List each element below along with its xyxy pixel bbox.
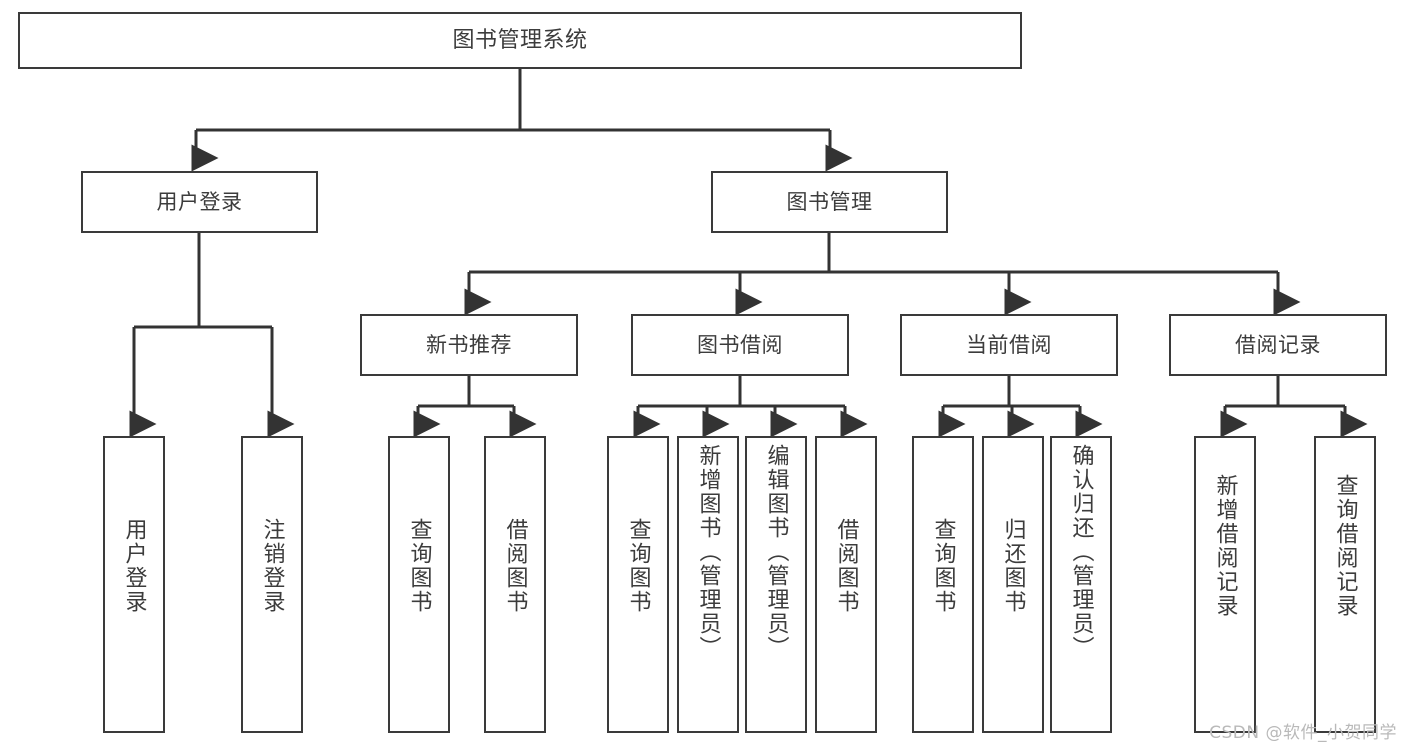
node-label: 借阅图书 [833,518,859,614]
leaf-borrow-add-book-admin[interactable]: 新增图书（管理员） [677,436,739,733]
leaf-record-add-record[interactable]: 新增借阅记录 [1194,436,1256,733]
node-label: 新书推荐 [426,332,512,357]
node-label: 当前借阅 [966,332,1052,357]
node-label: 注销登录 [259,518,285,614]
node-label: 查询图书 [625,518,651,614]
leaf-user-login-logout[interactable]: 注销登录 [241,436,303,733]
node-label: 用户登录 [156,189,243,214]
node-label: 借阅记录 [1235,332,1321,357]
node-label: 编辑图书（管理员） [763,444,789,660]
leaf-record-query-record[interactable]: 查询借阅记录 [1314,436,1376,733]
leaf-current-query-book[interactable]: 查询图书 [912,436,974,733]
node-label: 借阅图书 [502,518,528,614]
node-root-system[interactable]: 图书管理系统 [18,12,1022,69]
node-new-book-recommend[interactable]: 新书推荐 [360,314,578,376]
node-label: 图书管理系统 [452,27,588,53]
leaf-borrow-edit-book-admin[interactable]: 编辑图书（管理员） [745,436,807,733]
node-label: 图书借阅 [697,332,783,357]
leaf-recommend-query-book[interactable]: 查询图书 [388,436,450,733]
node-book-borrow[interactable]: 图书借阅 [631,314,849,376]
leaf-user-login-login[interactable]: 用户登录 [103,436,165,733]
node-borrow-record[interactable]: 借阅记录 [1169,314,1387,376]
leaf-recommend-borrow-book[interactable]: 借阅图书 [484,436,546,733]
node-label: 用户登录 [121,518,147,614]
leaf-current-return-book[interactable]: 归还图书 [982,436,1044,733]
node-label: 查询图书 [406,518,432,614]
csdn-watermark: CSDN @软件_小贺同学 [1209,723,1397,743]
node-label: 查询图书 [930,518,956,614]
leaf-borrow-query-book[interactable]: 查询图书 [607,436,669,733]
leaf-current-confirm-return-admin[interactable]: 确认归还（管理员） [1050,436,1112,733]
node-label: 查询借阅记录 [1332,474,1358,618]
node-label: 确认归还（管理员） [1068,444,1094,660]
node-user-login[interactable]: 用户登录 [81,171,318,233]
node-book-management[interactable]: 图书管理 [711,171,948,233]
node-label: 新增图书（管理员） [695,444,721,660]
node-current-borrow[interactable]: 当前借阅 [900,314,1118,376]
node-label: 新增借阅记录 [1212,474,1238,618]
node-label: 图书管理 [786,189,873,214]
node-label: 归还图书 [1000,518,1026,614]
leaf-borrow-borrow-book[interactable]: 借阅图书 [815,436,877,733]
